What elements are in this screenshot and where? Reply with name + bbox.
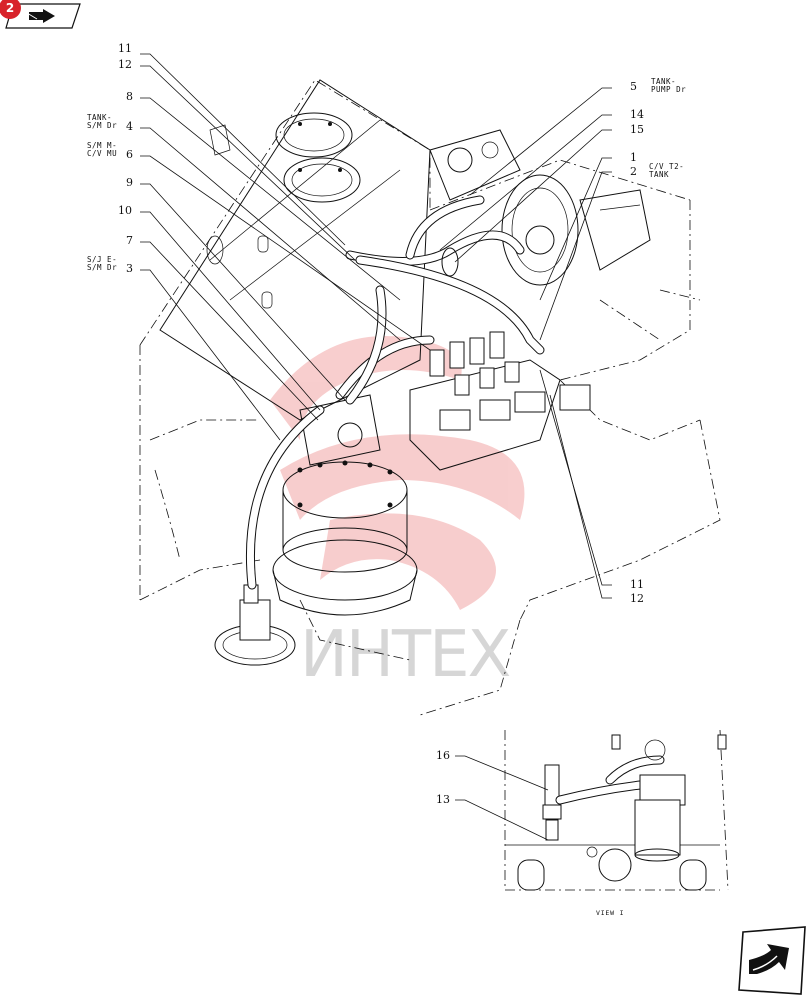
callout-12-lower: 12 bbox=[630, 592, 644, 605]
callout-1: 1 bbox=[630, 151, 637, 164]
next-page-button[interactable] bbox=[737, 926, 807, 996]
leader-lines bbox=[140, 53, 612, 841]
page-number-badge: 2 bbox=[0, 0, 21, 19]
tag-cv-t2-tank-line2: TANK bbox=[649, 170, 669, 179]
callout-15: 15 bbox=[630, 123, 644, 136]
callout-3: 3 bbox=[126, 262, 133, 275]
callout-numbers: 11 12 8 4 6 9 10 7 3 5 14 15 1 2 11 12 1… bbox=[118, 42, 644, 806]
hose-lines bbox=[245, 195, 545, 590]
callout-4: 4 bbox=[126, 120, 133, 133]
hose-tags: TANK- S/M Dr S/M M- C/V MU S/J E- S/M Dr… bbox=[87, 77, 686, 272]
tag-sm-m-cv-mu-line1: S/M M- bbox=[87, 141, 117, 150]
callout-16: 16 bbox=[436, 749, 450, 762]
back-arrow-icon bbox=[5, 3, 81, 29]
callout-13: 13 bbox=[436, 793, 450, 806]
callout-10: 10 bbox=[118, 204, 132, 217]
tag-sm-m-cv-mu-line2: C/V MU bbox=[87, 149, 117, 158]
watermark-text: ИНТЕХ bbox=[300, 618, 510, 692]
tag-tank-pump-dr-line1: TANK- bbox=[651, 77, 676, 86]
frame-outline bbox=[139, 79, 721, 716]
view-i-inset bbox=[504, 729, 729, 891]
callout-11: 11 bbox=[118, 42, 132, 55]
tag-sj-e-sm-dr-line2: S/M Dr bbox=[87, 263, 117, 272]
watermark-logo bbox=[270, 336, 525, 610]
tag-cv-t2-tank-line1: C/V T2- bbox=[649, 162, 684, 171]
swivel-joint bbox=[214, 584, 296, 666]
callout-9: 9 bbox=[126, 176, 133, 189]
callout-11-lower: 11 bbox=[630, 578, 644, 591]
tag-tank-sm-dr-line2: S/M Dr bbox=[87, 121, 117, 130]
callout-7: 7 bbox=[126, 234, 133, 247]
view-i-label: VIEW I bbox=[596, 909, 624, 917]
forward-arrow-icon bbox=[738, 926, 806, 995]
callout-6: 6 bbox=[126, 148, 133, 161]
callout-2: 2 bbox=[630, 165, 637, 178]
tag-tank-sm-dr-line1: TANK- bbox=[87, 113, 112, 122]
pump-assembly bbox=[429, 129, 651, 286]
control-valve bbox=[409, 331, 591, 471]
callout-14: 14 bbox=[630, 108, 644, 121]
callout-5: 5 bbox=[630, 80, 637, 93]
tag-tank-pump-dr-line2: PUMP Dr bbox=[651, 85, 686, 94]
tag-sj-e-sm-dr-line1: S/J E- bbox=[87, 255, 117, 264]
callout-8: 8 bbox=[126, 90, 133, 103]
previous-page-button[interactable]: 2 bbox=[0, 0, 81, 29]
callout-12: 12 bbox=[118, 58, 132, 71]
